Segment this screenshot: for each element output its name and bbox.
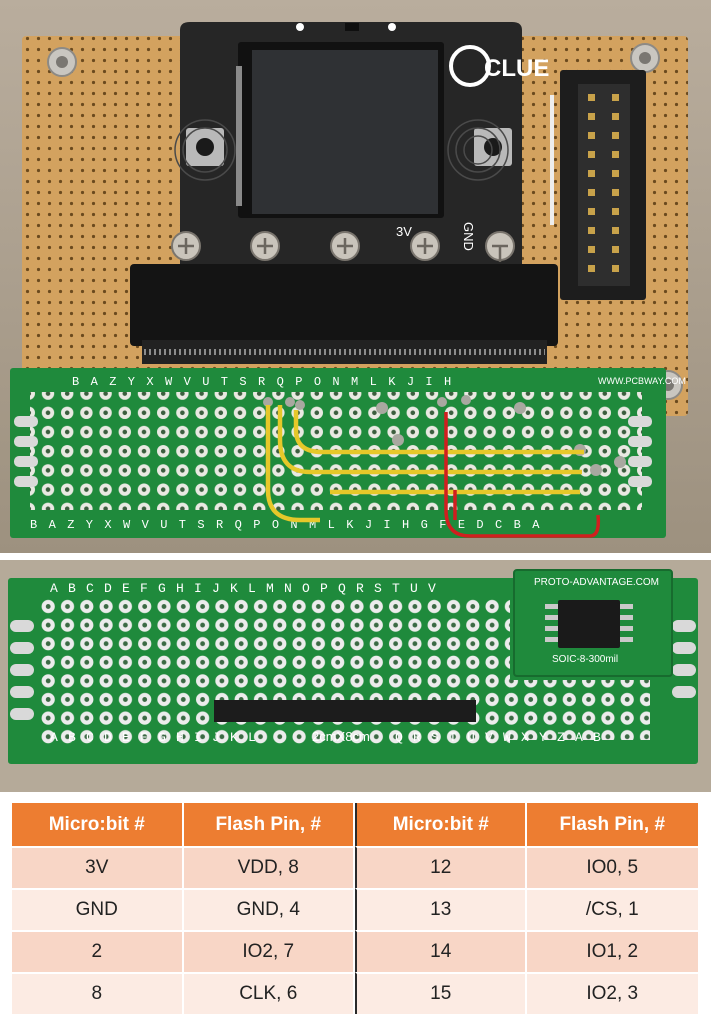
table-cell: 2 (12, 930, 184, 972)
table-cell: VDD, 8 (183, 846, 355, 888)
table-row: 3V VDD, 8 12 IO0, 5 (12, 846, 698, 888)
red-jumper-wires (444, 412, 601, 538)
table-row: 8 CLK, 6 15 IO2, 3 (12, 972, 698, 1014)
clue-board: CLUE 3V GND (171, 22, 549, 268)
photo-proto-board-drawing: ABCDEFGHIJKLMNOPQRSTUV ABCDEFGHIJKL 2cmX… (0, 560, 711, 792)
column-letters-top-row: ABCDEFGHIJKLMNOPQRSTUV (50, 581, 446, 596)
column-letters-right-bottom: QRSTUVWXYZAB (395, 730, 611, 745)
mounting-screw (47, 47, 77, 77)
solder-joints (263, 395, 626, 476)
table-cell: /CS, 1 (526, 888, 698, 930)
photo-proto-board-underside: ABCDEFGHIJKLMNOPQRSTUV ABCDEFGHIJKL 2cmX… (0, 560, 711, 792)
table-cell: 12 (355, 846, 527, 888)
pad-label-gnd: GND (461, 222, 476, 251)
pin-header-strip (214, 700, 476, 722)
table-cell: 3V (12, 846, 184, 888)
table-cell: GND (12, 888, 184, 930)
adapter-package-text: SOIC-8-300mil (552, 654, 618, 665)
photo-clue-assembly-drawing: CLUE 3V GND (0, 0, 711, 553)
column-header: Micro:bit # (355, 803, 527, 846)
table-cell: GND, 4 (183, 888, 355, 930)
table-cell: IO2, 7 (183, 930, 355, 972)
table-cell: 13 (355, 888, 527, 930)
column-letters-bottom-row: BAZYXWVUTSRQPONMLKJIHGFEDCBA (30, 518, 551, 532)
table-cell: IO2, 3 (526, 972, 698, 1014)
table-row: 2 IO2, 7 14 IO1, 2 (12, 930, 698, 972)
column-header: Flash Pin, # (526, 803, 698, 846)
flash-chip (558, 600, 620, 648)
box-header-connector (560, 70, 646, 300)
soic-adapter-board: PROTO-ADVANTAGE.COM SOIC-8-300mil (513, 569, 673, 677)
table-cell: CLK, 6 (183, 972, 355, 1014)
clue-logo-ring (449, 45, 491, 87)
table-cell: IO1, 2 (526, 930, 698, 972)
clue-lcd-screen (252, 50, 438, 214)
pin-mapping-table: Micro:bit # Flash Pin, # Micro:bit # Fla… (12, 803, 698, 1014)
table-cell: 8 (12, 972, 184, 1014)
column-letters-left-bottom: ABCDEFGHIJKL (50, 730, 266, 745)
edge-connector (130, 264, 558, 364)
photo-clue-assembly: CLUE 3V GND (0, 0, 711, 553)
column-letters-top-row: BAZYXWVUTSRQPONMLKJIH (72, 375, 463, 389)
column-header: Micro:bit # (12, 803, 184, 846)
table-cell: 14 (355, 930, 527, 972)
clue-logo-text: CLUE (484, 55, 549, 82)
pad-label-3v: 3V (396, 224, 412, 239)
table-cell: IO0, 5 (526, 846, 698, 888)
button-a (186, 128, 224, 166)
pad-screw (171, 231, 515, 261)
mounting-screw (630, 43, 660, 73)
table-row: GND GND, 4 13 /CS, 1 (12, 888, 698, 930)
pcb-silk-url: WWW.PCBWAY.COM (598, 376, 686, 386)
table-header-row: Micro:bit # Flash Pin, # Micro:bit # Fla… (12, 803, 698, 846)
pcb-size-label: 2cmX8cm (312, 729, 370, 744)
adapter-brand-text: PROTO-ADVANTAGE.COM (534, 577, 659, 588)
table-cell: 15 (355, 972, 527, 1014)
column-header: Flash Pin, # (183, 803, 355, 846)
